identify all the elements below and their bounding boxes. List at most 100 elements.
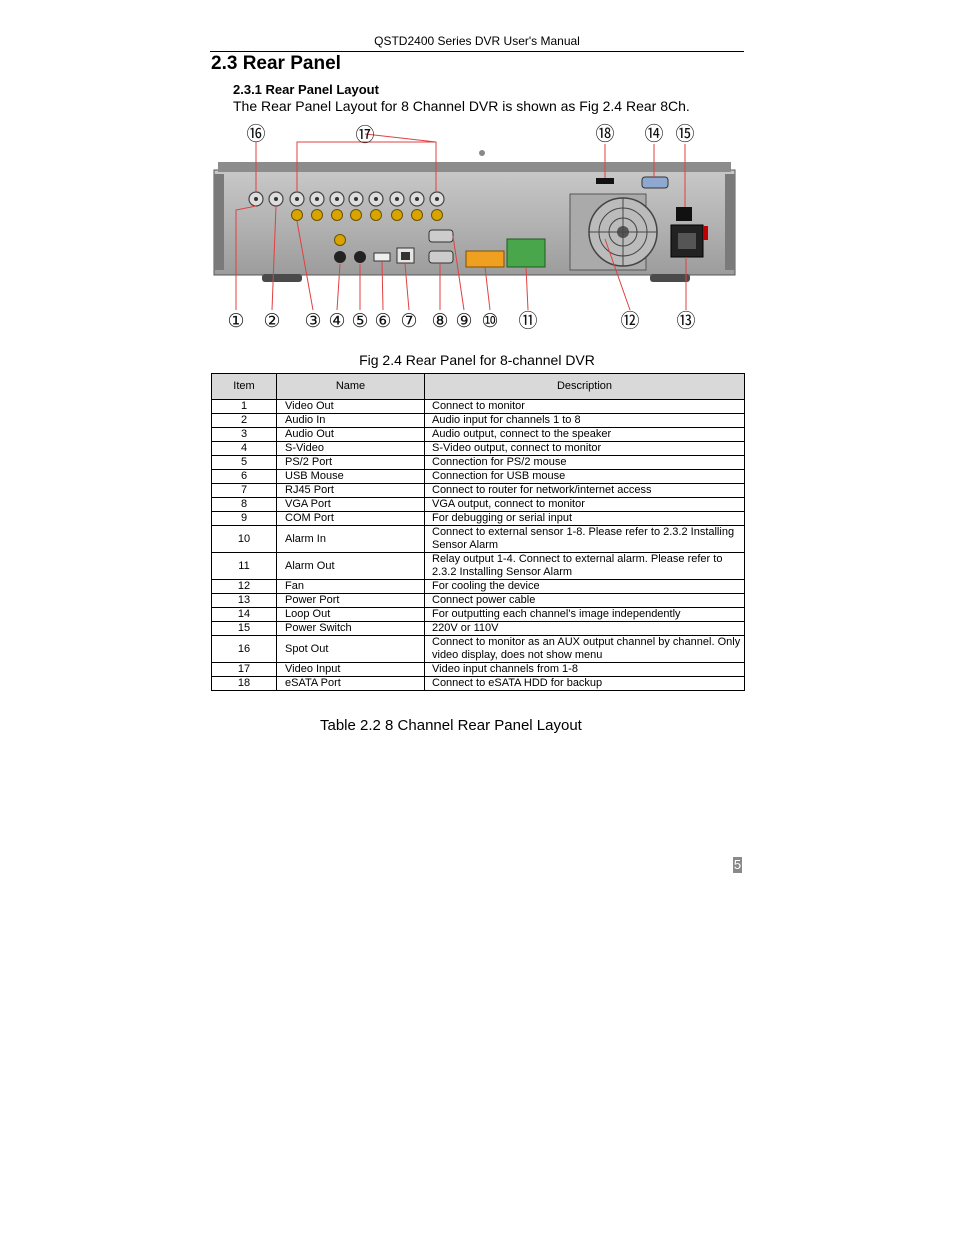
cell-description: Audio output, connect to the speaker bbox=[424, 427, 745, 442]
cell-item: 12 bbox=[211, 579, 277, 594]
cell-description: Audio input for channels 1 to 8 bbox=[424, 413, 745, 428]
table-row: 2 Audio In Audio input for channels 1 to… bbox=[211, 413, 745, 428]
cell-description: Connection for USB mouse bbox=[424, 469, 745, 484]
cell-description: For debugging or serial input bbox=[424, 511, 745, 526]
cell-item: 8 bbox=[211, 497, 277, 512]
cell-name: USB Mouse bbox=[276, 469, 425, 484]
cell-name: Spot Out bbox=[276, 635, 425, 663]
table-row: 12 Fan For cooling the device bbox=[211, 579, 745, 594]
column-header-description: Description bbox=[424, 373, 745, 400]
cell-item: 1 bbox=[211, 399, 277, 414]
cell-item: 11 bbox=[211, 552, 277, 580]
table-row: 10 Alarm In Connect to external sensor 1… bbox=[211, 525, 745, 553]
cell-name: Audio In bbox=[276, 413, 425, 428]
callout-bottom: ① bbox=[227, 310, 244, 332]
table-row: 5 PS/2 Port Connection for PS/2 mouse bbox=[211, 455, 745, 470]
cell-name: RJ45 Port bbox=[276, 483, 425, 498]
cell-name: Fan bbox=[276, 579, 425, 594]
callout-bottom: ⑫ bbox=[620, 310, 639, 332]
running-header: QSTD2400 Series DVR User's Manual bbox=[374, 34, 580, 48]
esata-port bbox=[596, 178, 614, 184]
intro-paragraph: The Rear Panel Layout for 8 Channel DVR … bbox=[233, 98, 690, 114]
com-port bbox=[428, 229, 454, 243]
table-row: 11 Alarm Out Relay output 1-4. Connect t… bbox=[211, 552, 745, 580]
callout-bottom: ③ bbox=[304, 310, 321, 332]
chassis-lid bbox=[218, 162, 731, 172]
cell-description: For outputting each channel's image inde… bbox=[424, 607, 745, 622]
cell-description: Connect to external sensor 1-8. Please r… bbox=[424, 525, 745, 553]
cell-description: For cooling the device bbox=[424, 579, 745, 594]
table-row: 6 USB Mouse Connection for USB mouse bbox=[211, 469, 745, 484]
callout-top: ⑭ bbox=[644, 123, 663, 145]
cell-name: Audio Out bbox=[276, 427, 425, 442]
table-row: 9 COM Port For debugging or serial input bbox=[211, 511, 745, 526]
table-header-row: Item Name Description bbox=[211, 373, 745, 400]
callout-top: ⑰ bbox=[355, 124, 374, 146]
cell-item: 5 bbox=[211, 455, 277, 470]
table-row: 18 eSATA Port Connect to eSATA HDD for b… bbox=[211, 676, 745, 691]
usb-port bbox=[373, 252, 391, 262]
cell-name: Loop Out bbox=[276, 607, 425, 622]
cell-name: Video Out bbox=[276, 399, 425, 414]
table-row: 3 Audio Out Audio output, connect to the… bbox=[211, 427, 745, 442]
cell-item: 9 bbox=[211, 511, 277, 526]
vga-port bbox=[428, 250, 454, 264]
cell-item: 4 bbox=[211, 441, 277, 456]
callout-bottom: ⑧ bbox=[431, 310, 448, 332]
cell-name: eSATA Port bbox=[276, 676, 425, 691]
table-row: 4 S-Video S-Video output, connect to mon… bbox=[211, 441, 745, 456]
chassis-foot bbox=[650, 274, 690, 282]
callout-bottom: ⑥ bbox=[374, 310, 391, 332]
cell-item: 10 bbox=[211, 525, 277, 553]
callout-bottom: ⑬ bbox=[676, 310, 695, 332]
cell-item: 13 bbox=[211, 593, 277, 608]
callout-bottom: ⑪ bbox=[518, 310, 537, 332]
callout-leader-lines bbox=[235, 133, 687, 311]
cell-description: Connect to router for network/internet a… bbox=[424, 483, 745, 498]
cell-description: Relay output 1-4. Connect to external al… bbox=[424, 552, 745, 580]
cell-description: Connect to monitor as an AUX output chan… bbox=[424, 635, 745, 663]
rear-panel-figure: ⑯ ⑰ ⑱ ⑭ ⑮ ① ② ③ ④ ⑤ ⑥ ⑦ ⑧ ⑨ ⑩ ⑪ ⑫ ⑬ bbox=[213, 123, 736, 332]
cell-name: Power Port bbox=[276, 593, 425, 608]
subsection-title: 2.3.1 Rear Panel Layout bbox=[233, 82, 379, 97]
cell-name: S-Video bbox=[276, 441, 425, 456]
cell-description: Connect to eSATA HDD for backup bbox=[424, 676, 745, 691]
callout-bottom: ⑤ bbox=[351, 310, 368, 332]
cell-description: Connect to monitor bbox=[424, 399, 745, 414]
cell-item: 2 bbox=[211, 413, 277, 428]
cell-description: Video input channels from 1-8 bbox=[424, 662, 745, 677]
table-row: 17 Video Input Video input channels from… bbox=[211, 662, 745, 677]
alarm-out-terminal bbox=[506, 238, 546, 268]
table-caption: Table 2.2 8 Channel Rear Panel Layout bbox=[320, 717, 582, 734]
cell-item: 7 bbox=[211, 483, 277, 498]
chassis-foot bbox=[262, 274, 302, 282]
s-video-port bbox=[334, 251, 346, 263]
table-row: 14 Loop Out For outputting each channel'… bbox=[211, 607, 745, 622]
cell-item: 18 bbox=[211, 676, 277, 691]
callout-bottom: ⑨ bbox=[455, 310, 472, 332]
table-row: 1 Video Out Connect to monitor bbox=[211, 399, 745, 414]
cell-name: VGA Port bbox=[276, 497, 425, 512]
page-number: 5 bbox=[733, 857, 742, 873]
rear-panel-table: Item Name Description 1 Video Out Connec… bbox=[211, 373, 745, 691]
column-header-item: Item bbox=[211, 373, 277, 400]
cell-item: 17 bbox=[211, 662, 277, 677]
callout-bottom: ⑩ bbox=[481, 310, 498, 332]
column-header-name: Name bbox=[276, 373, 425, 400]
cell-item: 6 bbox=[211, 469, 277, 484]
callout-bottom: ④ bbox=[328, 310, 345, 332]
figure-caption: Fig 2.4 Rear Panel for 8-channel DVR bbox=[359, 352, 595, 368]
cell-name: Power Switch bbox=[276, 621, 425, 636]
table-row: 15 Power Switch 220V or 110V bbox=[211, 621, 745, 636]
table-row: 8 VGA Port VGA output, connect to monito… bbox=[211, 497, 745, 512]
callout-top: ⑯ bbox=[246, 123, 265, 145]
alarm-in-terminal bbox=[465, 250, 505, 268]
cell-item: 14 bbox=[211, 607, 277, 622]
rca-audio-row bbox=[291, 209, 443, 246]
callout-top: ⑱ bbox=[595, 123, 614, 145]
callout-bottom: ⑦ bbox=[400, 310, 417, 332]
power-switch bbox=[676, 207, 692, 221]
table-row: 7 RJ45 Port Connect to router for networ… bbox=[211, 483, 745, 498]
table-row: 16 Spot Out Connect to monitor as an AUX… bbox=[211, 635, 745, 663]
cell-name: Alarm In bbox=[276, 525, 425, 553]
